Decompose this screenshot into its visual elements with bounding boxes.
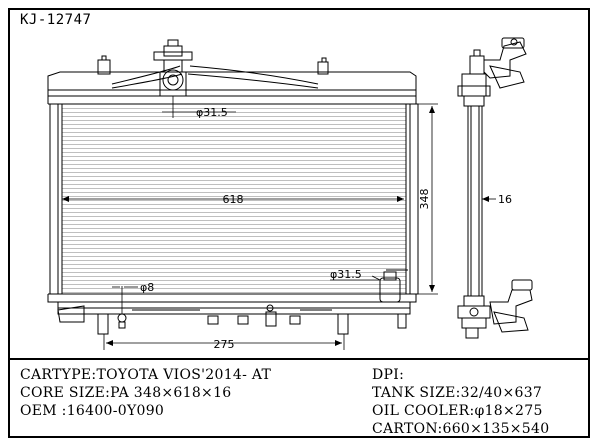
top-tank [47, 55, 417, 105]
height-dimension [418, 103, 438, 295]
border-frame [8, 8, 590, 438]
spec-oil-cooler: OIL COOLER:φ18×275 [372, 403, 543, 419]
inlet-dia-label: φ31.5 [196, 106, 228, 119]
spec-dpi: DPI: [372, 367, 405, 383]
core-thickness-label: 16 [498, 193, 512, 206]
spec-cartype: CARTYPE:TOYOTA VIOS'2014- AT [20, 367, 272, 383]
drain-dimension [112, 286, 138, 314]
drain-dia-label: φ8 [140, 281, 154, 294]
height-label: 348 [418, 189, 431, 210]
bracket-spacing-label: 275 [214, 338, 235, 351]
spec-tank-size: TANK SIZE:32/40×637 [372, 385, 543, 401]
spec-divider-line [8, 358, 590, 360]
spec-carton: CARTON:660×135×540 [372, 421, 550, 437]
front-view [47, 39, 438, 350]
part-number: KJ-12747 [20, 12, 92, 28]
outlet-dimension [330, 275, 381, 281]
outlet-pipe [379, 269, 408, 303]
bracket-spacing-dimension [103, 334, 345, 350]
spec-core-size: CORE SIZE:PA 348×618×16 [20, 385, 232, 401]
outlet-dia-label: φ31.5 [330, 268, 362, 281]
spec-oem: OEM :16400-0Y090 [20, 403, 165, 419]
side-view [457, 37, 533, 339]
filler-neck-cap [153, 39, 193, 97]
width-label: 618 [223, 193, 244, 206]
bottom-tank [47, 293, 418, 335]
